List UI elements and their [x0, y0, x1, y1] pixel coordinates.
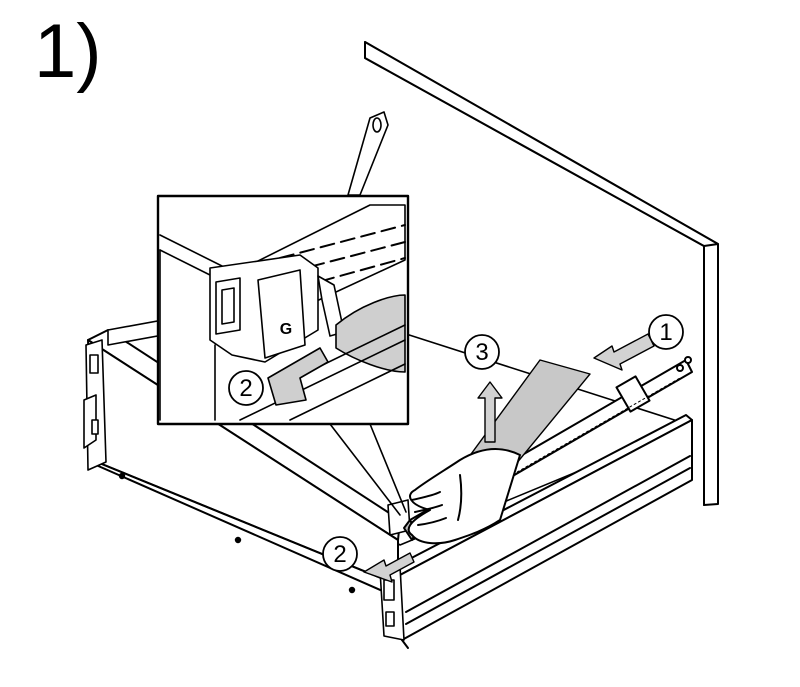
cabinet-side-panel [364, 41, 719, 506]
wall-hook [347, 111, 389, 196]
callout-1-label: 1 [659, 319, 672, 346]
detail-inset [156, 194, 410, 516]
callout-3-label: 3 [475, 339, 488, 366]
callout-2-inset-label: 2 [239, 375, 252, 402]
hand-main [407, 448, 521, 545]
callout-2-main-label: 2 [333, 541, 346, 568]
callout-2-main [322, 536, 415, 583]
callout-1 [593, 314, 684, 371]
front-left-bracket [83, 339, 107, 471]
callout-3 [464, 334, 503, 443]
callout-2-inset [228, 370, 264, 406]
step-number: 1) [34, 9, 102, 94]
inset-logo-letter: G [280, 321, 292, 338]
